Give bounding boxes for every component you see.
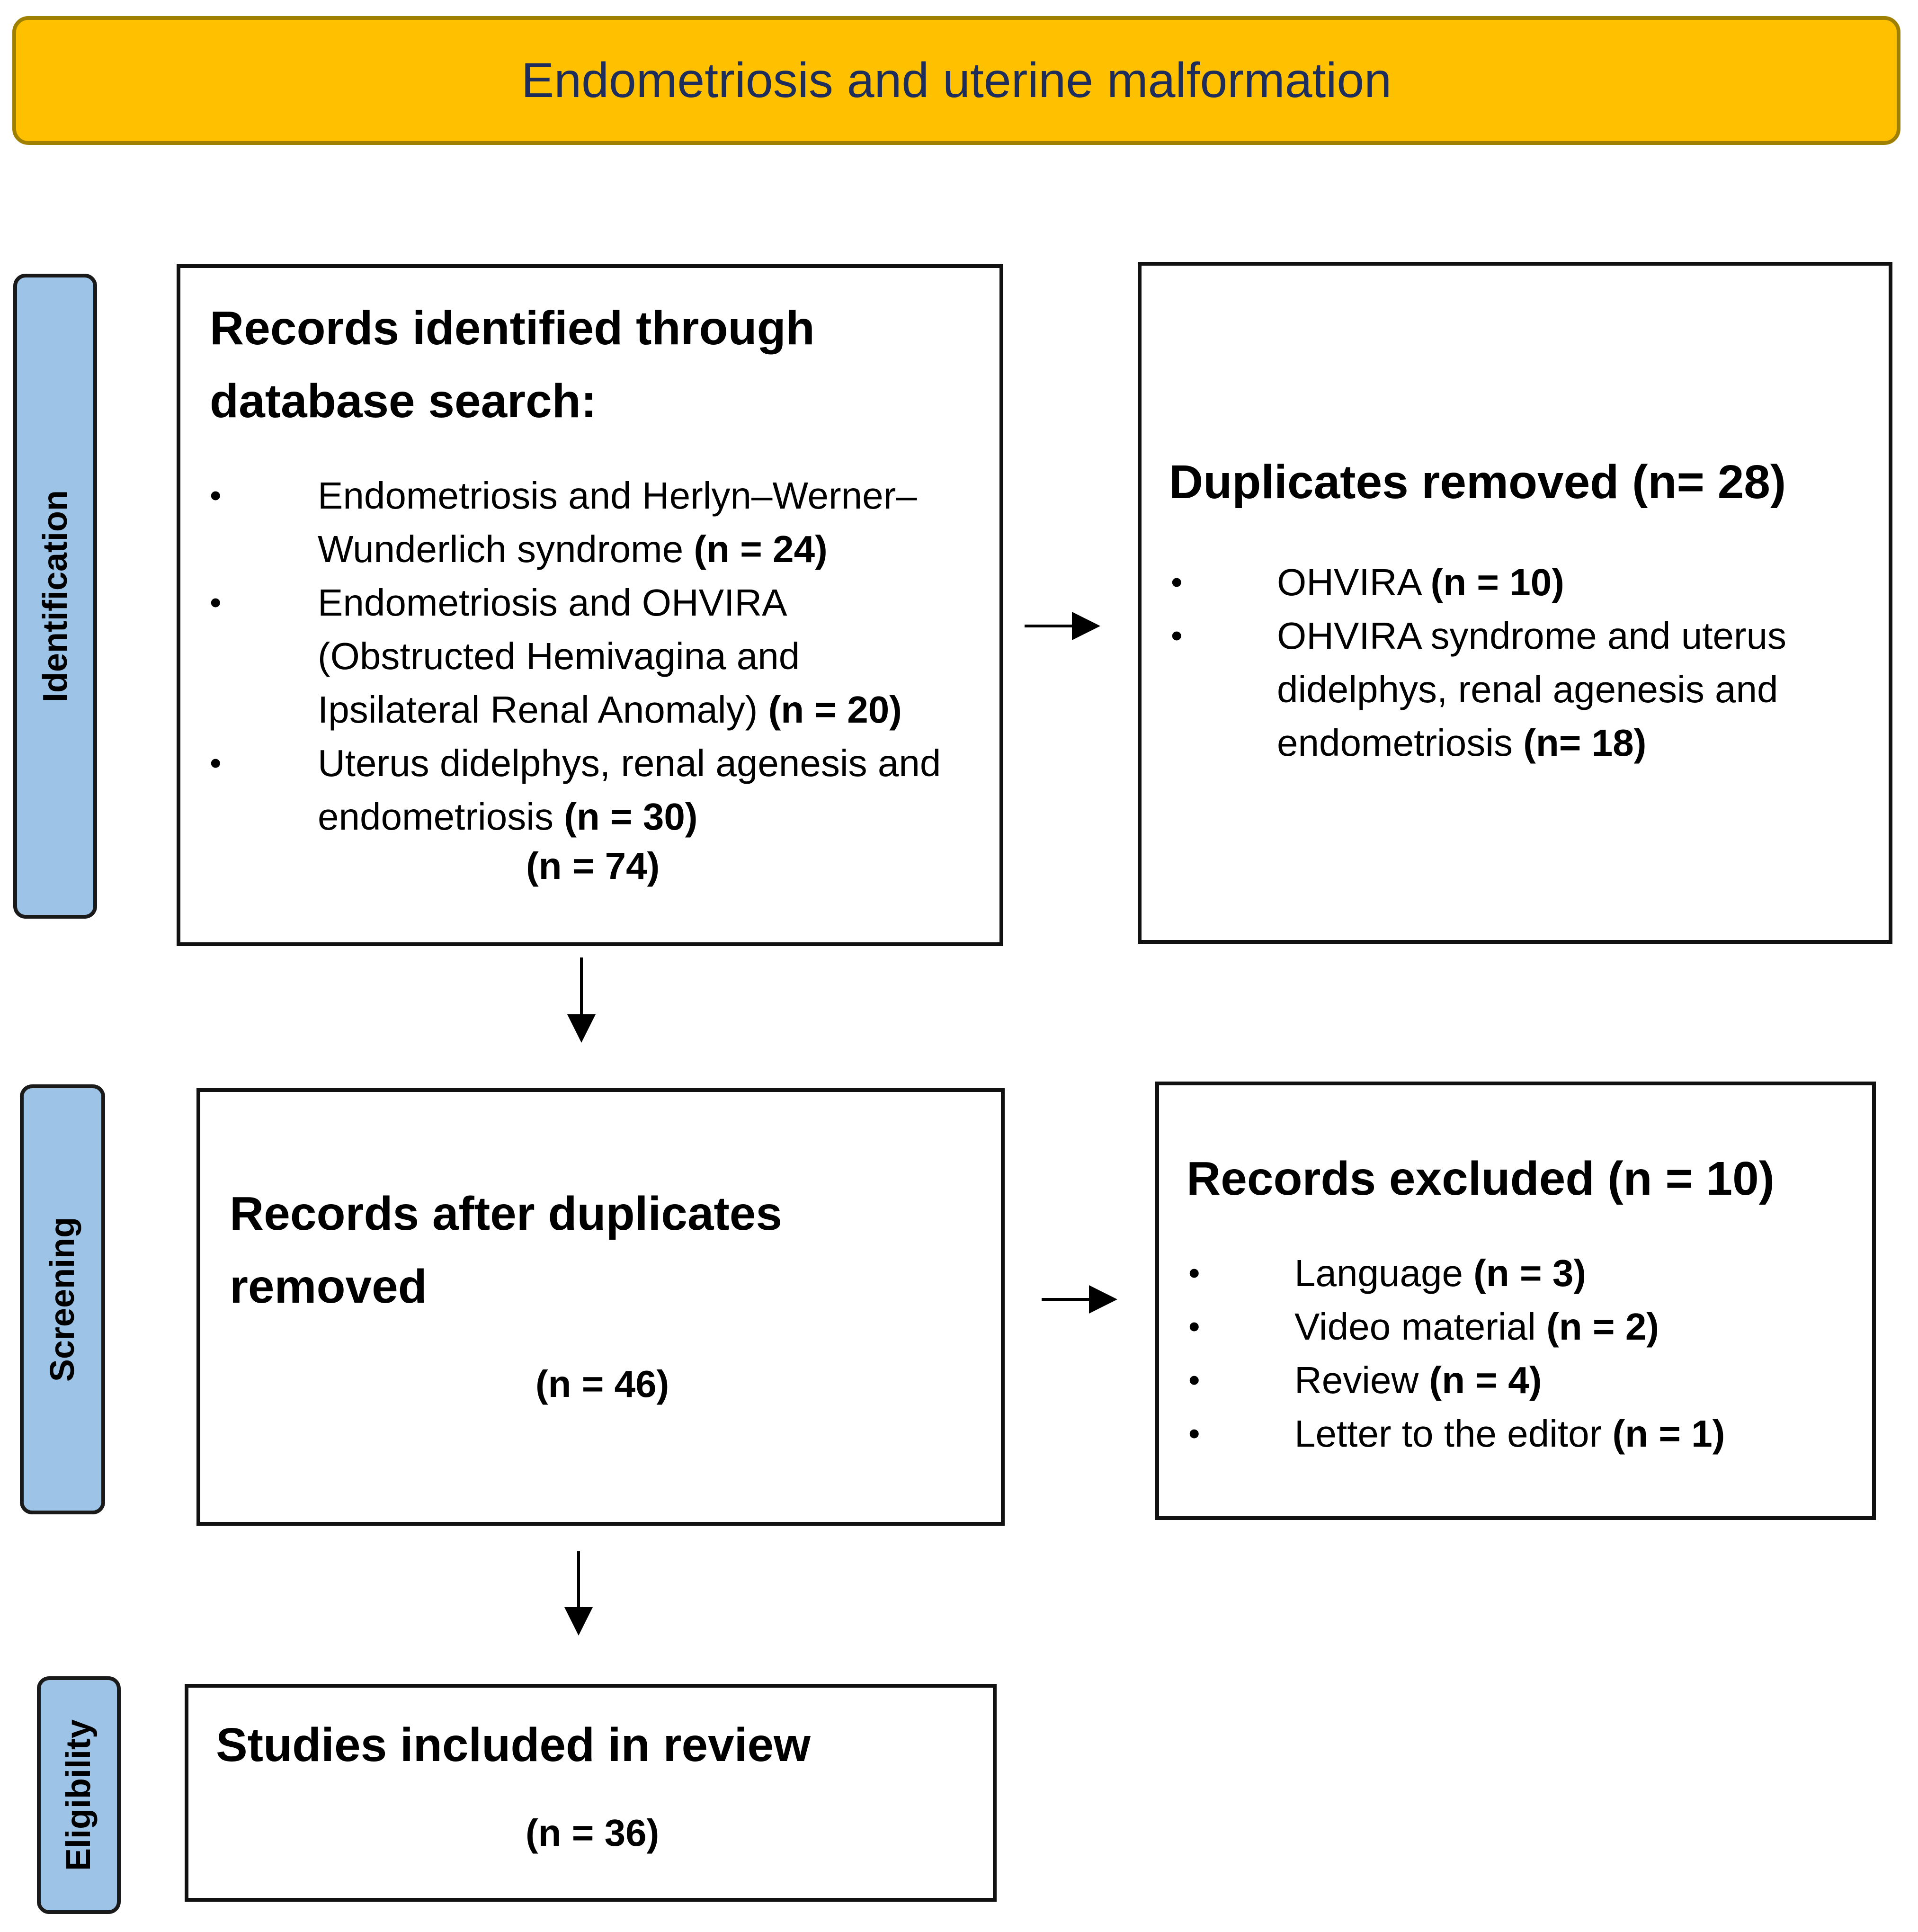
studies-included-title: Studies included in review xyxy=(216,1718,811,1771)
bullet: • xyxy=(1188,1308,1200,1345)
identified-item-2-line3-wrap: Ipsilateral Renal Anomaly) (n = 20) xyxy=(318,683,902,736)
duplicates-item-1-line1-wrap: OHVIRA (n = 10) xyxy=(1277,555,1564,609)
identified-item-3-count: (n = 30) xyxy=(564,796,698,838)
bullet: • xyxy=(210,744,222,781)
stage-identification: Identification xyxy=(13,274,97,919)
diagram-title-banner: Endometriosis and uterine malformation xyxy=(12,16,1900,145)
identified-item-2-line1: Endometriosis and OHVIRA xyxy=(318,581,787,624)
duplicates-item-2-count: (n= 18) xyxy=(1523,722,1647,764)
bullet: • xyxy=(1171,617,1183,654)
records-after-duplicates-count: (n = 46) xyxy=(535,1363,669,1405)
excluded-item-video-label: Video material xyxy=(1294,1306,1536,1348)
excluded-item-letter-count: (n = 1) xyxy=(1612,1413,1725,1455)
identified-item-2-line2: (Obstructed Hemivagina and xyxy=(318,635,800,677)
records-identified-title-line1: Records identified through xyxy=(210,302,815,355)
bullet: • xyxy=(1188,1254,1200,1291)
duplicates-item-2-line2: didelphys, renal agenesis and xyxy=(1277,668,1778,710)
bullet: • xyxy=(210,584,222,621)
studies-included-box: Studies included in review (n = 36) xyxy=(185,1684,997,1902)
excluded-item-video-count: (n = 2) xyxy=(1546,1306,1659,1348)
identified-total: (n = 74) xyxy=(526,845,660,887)
identified-item-2: Endometriosis and OHVIRA (Obstructed Hem… xyxy=(318,576,902,736)
duplicates-removed-box: Duplicates removed (n= 28) • OHVIRA (n =… xyxy=(1138,262,1892,944)
excluded-item-letter-label: Letter to the editor xyxy=(1294,1413,1602,1455)
duplicates-item-1: OHVIRA (n = 10) xyxy=(1277,555,1564,609)
excluded-item-language-count: (n = 3) xyxy=(1473,1252,1586,1294)
identified-item-1: Endometriosis and Herlyn–Werner– Wunderl… xyxy=(318,469,917,576)
identified-item-1-count: (n = 24) xyxy=(694,528,828,570)
duplicates-item-1-line1: OHVIRA xyxy=(1277,561,1420,603)
excluded-item-review: Review (n = 4) xyxy=(1294,1353,1542,1407)
duplicates-item-1-count: (n = 10) xyxy=(1430,561,1564,603)
excluded-item-review-label: Review xyxy=(1294,1359,1419,1401)
records-excluded-box: Records excluded (n = 10) • Language (n … xyxy=(1155,1082,1876,1520)
excluded-item-review-count: (n = 4) xyxy=(1429,1359,1542,1401)
identified-item-1-line1: Endometriosis and Herlyn–Werner– xyxy=(318,474,917,517)
identified-item-3: Uterus didelphys, renal agenesis and end… xyxy=(318,736,941,843)
diagram-title: Endometriosis and uterine malformation xyxy=(521,53,1392,108)
excluded-item-letter: Letter to the editor (n = 1) xyxy=(1294,1407,1725,1460)
identified-item-2-line3: Ipsilateral Renal Anomaly) xyxy=(318,689,758,731)
identified-item-3-line1: Uterus didelphys, renal agenesis and xyxy=(318,742,941,784)
identified-item-2-count: (n = 20) xyxy=(768,689,902,731)
records-after-duplicates-title-line2: removed xyxy=(230,1260,427,1313)
identified-item-3-line2: endometriosis xyxy=(318,796,554,838)
records-identified-box: Records identified through database sear… xyxy=(177,264,1003,946)
excluded-item-language: Language (n = 3) xyxy=(1294,1246,1586,1300)
bullet: • xyxy=(210,477,222,514)
identified-item-1-line2: Wunderlich syndrome xyxy=(318,528,684,570)
identified-item-1-line2-wrap: Wunderlich syndrome (n = 24) xyxy=(318,522,917,576)
stage-eligibility: Eligibility xyxy=(37,1676,121,1914)
bullet: • xyxy=(1188,1415,1200,1452)
records-after-duplicates-title-line1: Records after duplicates xyxy=(230,1187,783,1240)
records-identified-title-line2: database search: xyxy=(210,375,597,428)
duplicates-removed-title: Duplicates removed (n= 28) xyxy=(1169,456,1786,509)
excluded-item-video: Video material (n = 2) xyxy=(1294,1300,1659,1353)
duplicates-item-2: OHVIRA syndrome and uterus didelphys, re… xyxy=(1277,609,1786,769)
records-excluded-title: Records excluded (n = 10) xyxy=(1186,1152,1775,1205)
duplicates-item-2-line3-wrap: endometriosis (n= 18) xyxy=(1277,716,1786,769)
duplicates-item-2-line1: OHVIRA syndrome and uterus xyxy=(1277,615,1787,657)
studies-included-count: (n = 36) xyxy=(526,1812,660,1854)
bullet: • xyxy=(1171,564,1183,600)
records-after-duplicates-box: Records after duplicates removed (n = 46… xyxy=(196,1088,1005,1526)
bullet: • xyxy=(1188,1361,1200,1398)
identified-item-3-line2-wrap: endometriosis (n = 30) xyxy=(318,790,941,843)
stage-screening: Screening xyxy=(20,1084,105,1514)
excluded-item-language-label: Language xyxy=(1294,1252,1463,1294)
duplicates-item-2-line3: endometriosis xyxy=(1277,722,1513,764)
